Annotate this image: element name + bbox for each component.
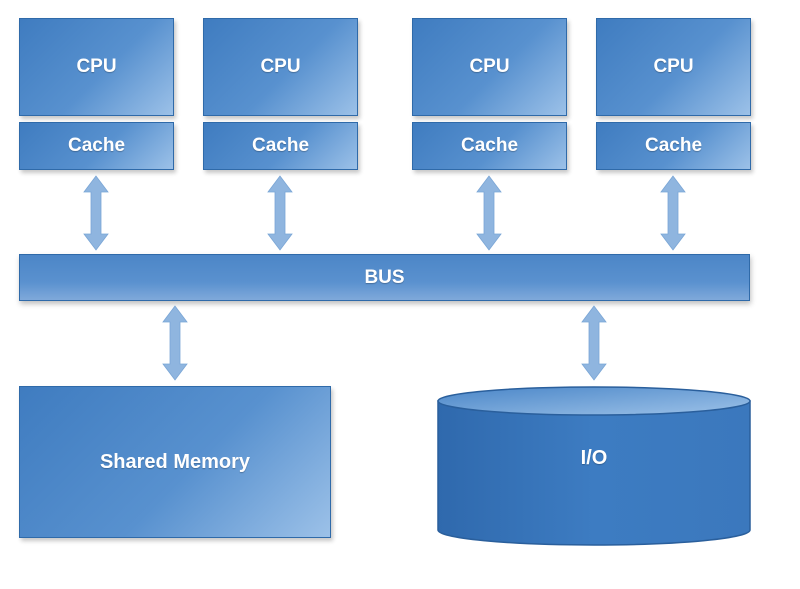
io-label: I/O: [580, 447, 608, 469]
arrow-cache3-bus: [476, 175, 502, 251]
cpu-label-4: CPU: [653, 56, 694, 77]
io-cylinder: I/O: [436, 385, 752, 548]
cpu-block-2: CPU: [203, 18, 358, 116]
cpu-label-3: CPU: [469, 56, 510, 77]
cpu-label-2: CPU: [260, 56, 301, 77]
cpu-block-1: CPU: [19, 18, 174, 116]
arrow-cache2-bus: [267, 175, 293, 251]
cache-block-1: Cache: [19, 122, 174, 170]
cache-label-1: Cache: [67, 135, 126, 156]
shared-memory-label: Shared Memory: [99, 450, 251, 473]
cpu-block-4: CPU: [596, 18, 751, 116]
arrow-cache1-bus: [83, 175, 109, 251]
io-cylinder-shape: [437, 386, 751, 546]
arrow-bus-io: [581, 305, 607, 381]
cache-label-4: Cache: [644, 135, 703, 156]
cpu-block-3: CPU: [412, 18, 567, 116]
cpu-label-1: CPU: [76, 56, 117, 77]
bus-block: BUS: [19, 254, 750, 301]
arrow-bus-memory: [162, 305, 188, 381]
bus-label: BUS: [364, 266, 405, 288]
cache-label-3: Cache: [460, 135, 519, 156]
cache-block-4: Cache: [596, 122, 751, 170]
cache-block-3: Cache: [412, 122, 567, 170]
cache-block-2: Cache: [203, 122, 358, 170]
arrow-cache4-bus: [660, 175, 686, 251]
cache-label-2: Cache: [251, 135, 310, 156]
shared-memory-block: Shared Memory: [19, 386, 331, 538]
